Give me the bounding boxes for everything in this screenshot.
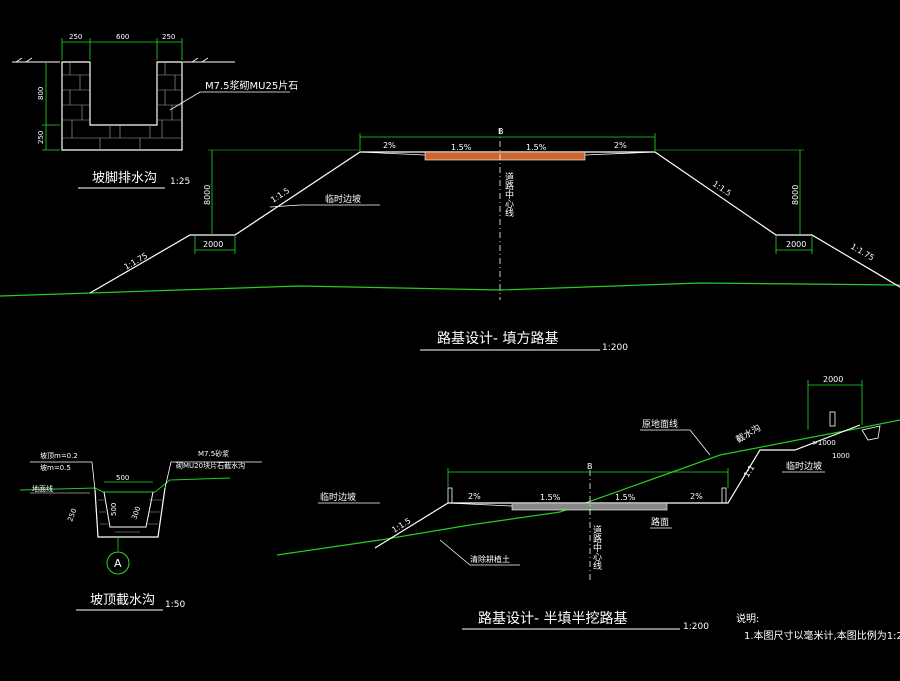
fill-section-title: 路基设计- 填方路基 bbox=[437, 330, 559, 347]
top-ditch-title: 坡顶截水沟 bbox=[90, 593, 155, 608]
toe-ditch-dim-top-2: 600 bbox=[116, 33, 129, 41]
half-dim-top: 2000 bbox=[823, 375, 843, 384]
half-centerline-label: 道路中心线 bbox=[591, 524, 602, 570]
fill-centerline-label: 道路中心线 bbox=[503, 171, 514, 217]
toe-ditch-scale: 1:25 bbox=[170, 177, 190, 187]
half-crossfall-left: 1.5% bbox=[540, 493, 561, 502]
fill-temp-slope: 临时边坡 bbox=[325, 193, 361, 205]
top-ditch-detail: 坡顶m=0.2 坡m=0.5 M7.5砂浆 砌MU20块片石截水沟 500 25… bbox=[19, 449, 262, 611]
top-ditch-ground-line: 地面线 bbox=[32, 484, 53, 493]
half-dim-berm: >1000 bbox=[812, 439, 836, 447]
toe-ditch-dim-left-lower: 250 bbox=[37, 131, 45, 144]
half-dim-berm2: 1000 bbox=[832, 452, 850, 460]
half-temp-slope-right: 临时边坡 bbox=[786, 460, 822, 472]
half-section-scale: 1:200 bbox=[683, 622, 709, 632]
top-ditch-note-right-2: 砌MU20块片石截水沟 bbox=[176, 461, 245, 470]
toe-ditch-dim-top-3: 250 bbox=[162, 33, 175, 41]
fill-width-label: B bbox=[498, 127, 504, 136]
top-ditch-note-right-1: M7.5砂浆 bbox=[198, 449, 229, 458]
notes: 说明: 1.本图尺寸以毫米计,本图比例为1:200。 bbox=[736, 612, 900, 642]
fill-section-scale: 1:200 bbox=[602, 343, 628, 353]
notes-title: 说明: bbox=[736, 612, 759, 625]
top-ditch-dim-width: 500 bbox=[116, 474, 129, 482]
half-width-label: B bbox=[587, 462, 593, 471]
half-road-surface: 路面 bbox=[651, 516, 669, 528]
half-crossfall-shoulder-right: 2% bbox=[690, 492, 703, 501]
toe-ditch-detail: 250 600 250 800 250 M7.5浆砌MU25片石 坡脚排水沟 1… bbox=[12, 33, 298, 189]
fill-berm-right: 2000 bbox=[786, 240, 806, 249]
top-ditch-dim-side-right: 300 bbox=[130, 505, 142, 520]
fill-slope-right-upper: 1:1.5 bbox=[711, 179, 733, 198]
top-ditch-marker: A bbox=[114, 557, 122, 570]
half-excavation: 清除耕植土 bbox=[470, 554, 510, 564]
fill-crossfall-right: 1.5% bbox=[526, 143, 547, 152]
half-ground-line: 原地面线 bbox=[642, 418, 678, 430]
fill-slope-left-upper: 1:1.5 bbox=[269, 186, 291, 205]
notes-line-1: 1.本图尺寸以毫米计,本图比例为1:200。 bbox=[744, 629, 900, 642]
half-crossfall-shoulder-left: 2% bbox=[468, 492, 481, 501]
half-section-title: 路基设计- 半填半挖路基 bbox=[478, 610, 628, 627]
fill-crossfall-shoulder-left: 2% bbox=[383, 141, 396, 150]
toe-ditch-material-note: M7.5浆砌MU25片石 bbox=[205, 79, 298, 92]
fill-height-right: 8000 bbox=[791, 185, 800, 205]
toe-ditch-dim-left-upper: 800 bbox=[37, 87, 45, 100]
half-section: 道路中心线 B 2% 1.5% 1.5% 2% 1:1.5 1:1 临时边坡 清… bbox=[276, 375, 900, 632]
top-ditch-note-left-1: 坡顶m=0.2 bbox=[40, 451, 78, 460]
fill-section: 道路中心线 B 2% 1.5% 1.5% 2% 8000 8000 2000 2… bbox=[0, 127, 900, 353]
fill-crossfall-shoulder-right: 2% bbox=[614, 141, 627, 150]
top-ditch-scale: 1:50 bbox=[165, 600, 185, 610]
top-ditch-dim-side-left: 250 bbox=[66, 507, 78, 522]
fill-crossfall-left: 1.5% bbox=[451, 143, 472, 152]
half-ditch: 截水沟 bbox=[734, 422, 763, 446]
toe-ditch-title: 坡脚排水沟 bbox=[92, 170, 157, 186]
top-ditch-dim-depth: 500 bbox=[110, 503, 118, 516]
half-temp-slope-left: 临时边坡 bbox=[320, 491, 356, 503]
toe-ditch-dim-top-1: 250 bbox=[69, 33, 82, 41]
fill-berm-left: 2000 bbox=[203, 240, 223, 249]
half-crossfall-right: 1.5% bbox=[615, 493, 636, 502]
top-ditch-note-left-2: 坡m=0.5 bbox=[40, 463, 71, 472]
fill-height-left: 8000 bbox=[203, 185, 212, 205]
half-slope-cut: 1:1 bbox=[742, 463, 756, 479]
